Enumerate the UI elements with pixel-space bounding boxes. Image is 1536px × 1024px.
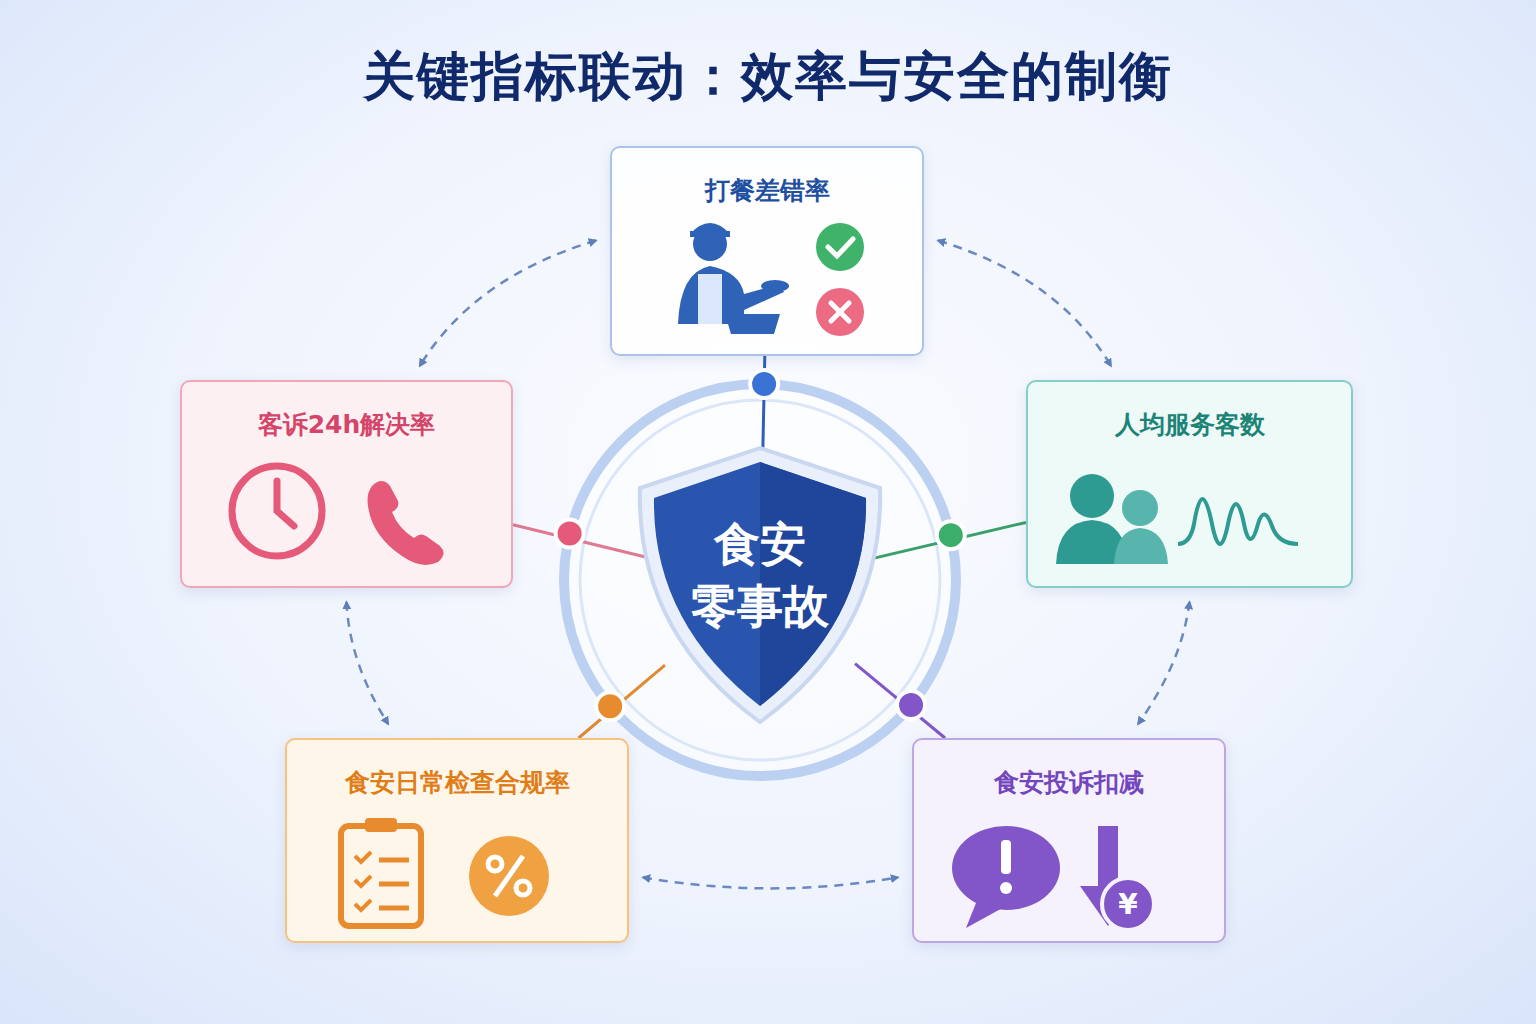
spoke-line <box>855 521 1026 563</box>
diagram-title: 关键指标联动：效率与安全的制衡 <box>0 42 1536 112</box>
cook-icon <box>640 214 880 348</box>
outer-ring <box>564 384 956 776</box>
svg-text:¥: ¥ <box>1118 888 1138 921</box>
metric-box: 人均服务客数 <box>1026 380 1353 588</box>
link-arrow <box>938 241 1111 367</box>
metric-title: 食安投诉扣减 <box>914 766 1224 799</box>
metric-title: 打餐差错率 <box>612 174 922 207</box>
complaint-deduct-icon: ¥ <box>948 816 1188 940</box>
spoke-line <box>855 664 945 738</box>
link-arrow <box>643 877 898 888</box>
people-wave-icon <box>1052 464 1312 578</box>
ring-dot <box>556 519 584 547</box>
spoke-line <box>579 665 665 738</box>
shield-node: 食安 零事故 <box>628 442 892 728</box>
metric-box: 食安日常检查合规率 <box>285 738 629 943</box>
metric-title: 食安日常检查合规率 <box>287 766 627 799</box>
metric-box: 食安投诉扣减 ¥ <box>912 738 1226 943</box>
ring-dot <box>750 370 778 398</box>
ring-dot <box>596 692 624 720</box>
link-arrow <box>347 602 389 724</box>
metric-title: 客诉24h解决率 <box>182 408 511 441</box>
link-arrow <box>420 241 596 367</box>
clock-phone-icon <box>222 456 462 570</box>
metric-box: 打餐差错率 <box>610 146 924 356</box>
link-arrow <box>1138 602 1189 724</box>
inner-ring <box>580 400 940 760</box>
metric-title: 人均服务客数 <box>1028 408 1351 441</box>
shield-label: 食安 零事故 <box>685 513 835 637</box>
ring-dot <box>937 521 965 549</box>
ring-dot <box>897 691 925 719</box>
checklist-percent-icon <box>327 814 567 938</box>
metric-box: 客诉24h解决率 <box>180 380 513 588</box>
